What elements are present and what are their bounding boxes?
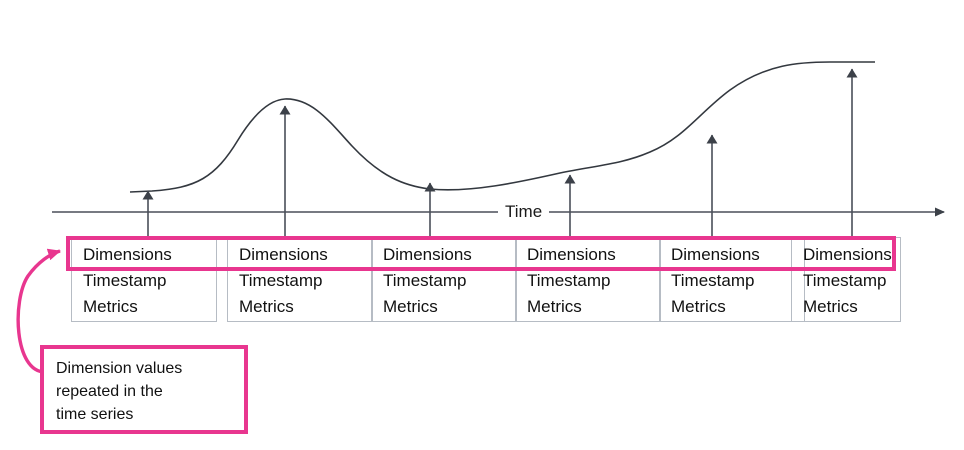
record-field-dimensions: Dimensions: [83, 245, 172, 264]
record-box: Dimensions Timestamp Metrics: [515, 237, 661, 322]
callout-line: time series: [56, 406, 134, 423]
time-series-curve: [129, 61, 875, 193]
time-axis-label: Time: [498, 202, 550, 222]
record-field-dimensions: Dimensions: [671, 245, 760, 264]
record-field-timestamp: Timestamp: [83, 271, 167, 290]
sample-arrow-group: [142, 68, 858, 238]
record-field-timestamp: Timestamp: [803, 271, 887, 290]
record-field-timestamp: Timestamp: [239, 271, 323, 290]
record-field-timestamp: Timestamp: [527, 271, 611, 290]
record-box: Dimensions Timestamp Metrics: [791, 237, 901, 322]
record-field-metrics: Metrics: [671, 297, 726, 316]
record-field-metrics: Metrics: [803, 297, 858, 316]
record-field-metrics: Metrics: [239, 297, 294, 316]
record-field-dimensions: Dimensions: [239, 245, 328, 264]
record-field-dimensions: Dimensions: [383, 245, 472, 264]
record-box: Dimensions Timestamp Metrics: [659, 237, 805, 322]
record-box: Dimensions Timestamp Metrics: [371, 237, 517, 322]
record-field-metrics: Metrics: [383, 297, 438, 316]
record-box: Dimensions Timestamp Metrics: [227, 237, 373, 322]
record-field-timestamp: Timestamp: [671, 271, 755, 290]
record-field-metrics: Metrics: [83, 297, 138, 316]
record-box: Dimensions Timestamp Metrics: [71, 237, 217, 322]
callout-line: repeated in the: [56, 383, 163, 400]
callout-text: Dimension values repeated in the time se…: [56, 357, 182, 426]
callout-box: Dimension values repeated in the time se…: [40, 345, 248, 434]
record-field-timestamp: Timestamp: [383, 271, 467, 290]
record-field-dimensions: Dimensions: [527, 245, 616, 264]
callout-connector-arrow: [16, 248, 61, 374]
record-field-dimensions: Dimensions: [803, 245, 892, 264]
callout-line: Dimension values: [56, 360, 183, 377]
record-field-metrics: Metrics: [527, 297, 582, 316]
